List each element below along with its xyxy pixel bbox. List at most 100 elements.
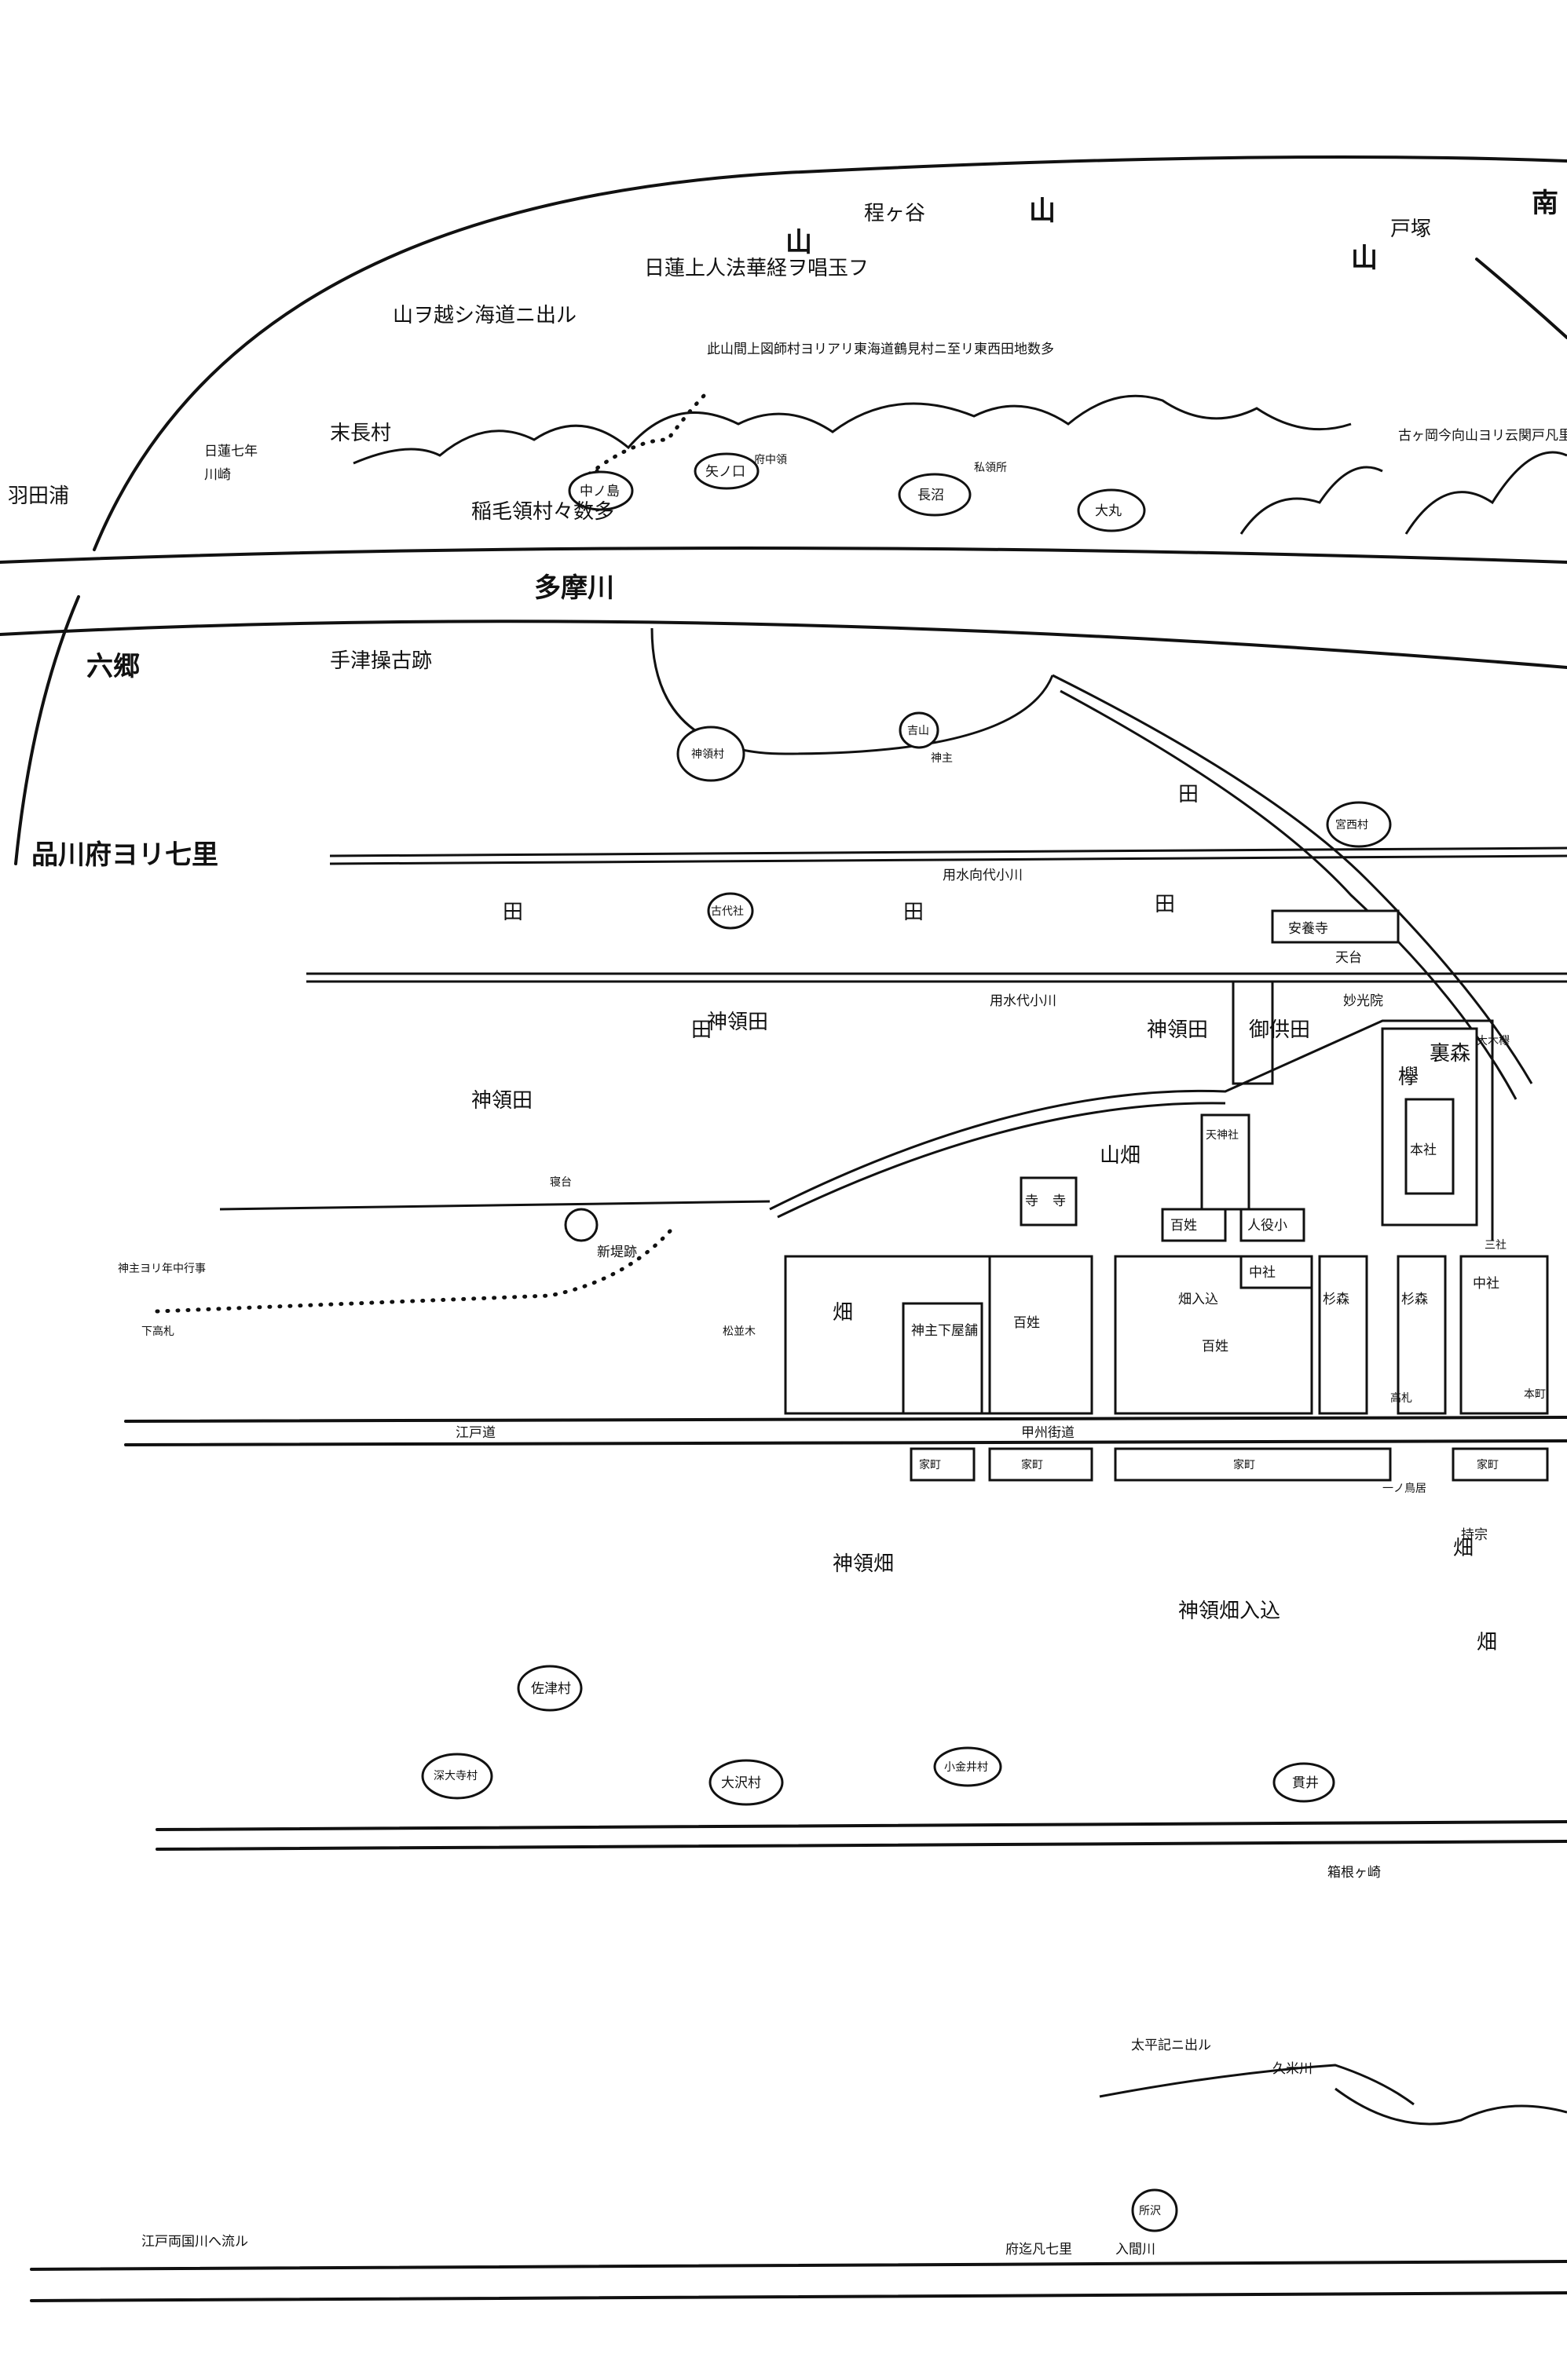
jinryo-village xyxy=(676,726,745,782)
yanokuchi-island xyxy=(694,452,760,490)
label-hijiri: 神主ヨリ年中行事 xyxy=(118,1263,206,1275)
label-omaru: 大丸 xyxy=(1095,503,1122,519)
honsha-inner xyxy=(1404,1098,1455,1195)
label-keyaki: 欅 xyxy=(1398,1066,1419,1089)
label-tenno: 天台 xyxy=(1335,950,1362,966)
label-mountain-left: 山 xyxy=(785,227,812,258)
label-edo-ryogoku: 江戸両国川へ流ル xyxy=(141,2234,248,2250)
label-nichiren: 日蓮上人法華経ヲ唱玉フ xyxy=(644,257,869,280)
iecho-s2 xyxy=(988,1447,1093,1482)
label-yoshiyama: 吉山 xyxy=(907,725,929,737)
label-ta-2: 田 xyxy=(503,901,523,924)
label-shinryo-hata: 神領畑 xyxy=(833,1552,894,1576)
label-konoyama: 此山間上図師村ヨリアリ東海道鶴見村ニ至リ東西田地数多 xyxy=(707,342,1054,357)
south-road-2 xyxy=(156,1840,1567,1851)
label-yosui-1: 用水向代小川 xyxy=(943,868,1023,883)
label-iecho-2: 家町 xyxy=(1021,1458,1043,1472)
label-kosatsu: 高札 xyxy=(1390,1391,1412,1405)
label-south: 南 xyxy=(1532,188,1558,219)
label-osawa: 大沢村 xyxy=(721,1775,761,1791)
precinct-north-edge-2 xyxy=(777,1102,1226,1219)
label-sugimori-2: 杉森 xyxy=(1401,1292,1428,1307)
label-shin-tsutsumi: 新堤跡 xyxy=(597,1245,637,1260)
label-kawasaki: 川崎 xyxy=(204,467,231,483)
gokuden-block xyxy=(1232,980,1274,1085)
label-hyakusho-2: 百姓 xyxy=(1013,1315,1040,1331)
label-fuchu-ryo-1: 府中領 xyxy=(754,453,787,466)
label-myoko: 妙光院 xyxy=(1343,993,1383,1009)
label-nukui: 貫井 xyxy=(1292,1775,1319,1791)
label-shimoyashiki: 神主下屋舗 xyxy=(911,1323,978,1339)
ne-road-1 xyxy=(1052,674,1533,1084)
tera-block xyxy=(1020,1176,1078,1227)
label-shinryo-ta-1: 神領田 xyxy=(1147,1018,1208,1042)
sugimori-block-1 xyxy=(1318,1255,1368,1415)
koshu-kaido-south xyxy=(124,1439,1567,1446)
mountain-ridge xyxy=(353,394,1352,465)
fukaji-village xyxy=(421,1753,493,1800)
label-shinryo-ta-3: 神領田 xyxy=(471,1089,533,1113)
label-keta: 下高札 xyxy=(141,1325,174,1338)
label-anyoji: 安養寺 xyxy=(1288,921,1328,937)
nakasha-block xyxy=(1239,1255,1313,1289)
label-sazu: 佐津村 xyxy=(531,1681,571,1697)
tokorosawa-village xyxy=(1131,2188,1178,2232)
tamagawa-south-bank xyxy=(0,620,1567,669)
label-kogane: 小金井村 xyxy=(944,1761,988,1774)
label-ta-5: 田 xyxy=(691,1018,712,1042)
label-suenaga: 末長村 xyxy=(330,422,391,445)
label-kooka: 古ヶ岡今向山ヨリ云関戸凡里末長村迄六 xyxy=(1398,428,1567,444)
label-kumegawa: 久米川 xyxy=(1272,2061,1313,2077)
label-mochimune: 持宗 xyxy=(1461,1527,1488,1543)
nakanoshima-island xyxy=(568,470,634,511)
label-nichiren2: 日蓮七年 xyxy=(204,444,258,459)
east-block xyxy=(1459,1255,1549,1415)
label-hodogaya: 程ヶ谷 xyxy=(864,202,925,225)
label-honsha: 本社 xyxy=(1410,1142,1437,1158)
label-fukaji: 深大寺村 xyxy=(434,1770,478,1782)
label-hyakusho-1: 百姓 xyxy=(1170,1218,1197,1234)
label-tera-1: 寺 xyxy=(1025,1194,1038,1209)
osawa-village xyxy=(708,1759,784,1806)
label-mountain-right: 山 xyxy=(1351,243,1378,274)
label-ninyaku: 人役小 xyxy=(1247,1218,1287,1234)
precinct-north-edge xyxy=(769,1019,1494,1241)
hyakusho-small xyxy=(1161,1208,1227,1242)
west-road xyxy=(219,1200,771,1211)
label-tozuka: 戸塚 xyxy=(1390,218,1431,241)
label-mountain-mid: 山 xyxy=(1029,196,1056,227)
label-nedai: 寝台 xyxy=(550,1175,572,1189)
label-ta-4: 田 xyxy=(1155,893,1175,916)
trail-dots-west xyxy=(155,1223,678,1314)
iecho-s1 xyxy=(910,1447,976,1482)
yoshiyama-village xyxy=(899,711,939,749)
field-line-1 xyxy=(329,846,1567,857)
label-fuchu-shichi: 府迄凡七里 xyxy=(1005,2242,1072,2258)
label-ichi-torii: 一ノ鳥居 xyxy=(1382,1482,1426,1495)
label-yama-koe: 山ヲ越シ海道ニ出ル xyxy=(393,304,577,327)
iecho-s4 xyxy=(1452,1447,1549,1482)
label-nakanoshima: 中ノ島 xyxy=(580,484,620,499)
label-hata-3: 畑 xyxy=(1453,1537,1474,1560)
label-iruma: 入間川 xyxy=(1115,2242,1155,2258)
mountain-ridge-2 xyxy=(1239,466,1383,535)
label-ooki-keyaki: 大木欅 xyxy=(1477,1035,1510,1047)
label-haneda: 羽田浦 xyxy=(8,484,69,508)
omaru-island xyxy=(1077,488,1146,532)
label-yosui-2: 用水代小川 xyxy=(990,993,1056,1009)
koshu-kaido-north xyxy=(124,1416,1567,1423)
rokugo-river xyxy=(14,595,80,865)
sugimori-block-2 xyxy=(1397,1255,1447,1415)
label-ina-ryo: 稲毛領村々数多 xyxy=(471,500,614,524)
label-tenjin: 天神社 xyxy=(1206,1129,1239,1142)
label-hata-1: 畑 xyxy=(833,1301,853,1325)
shimoyashiki-block xyxy=(902,1302,983,1415)
label-furui: 古代社 xyxy=(711,905,744,918)
label-gokuden: 御供田 xyxy=(1249,1018,1310,1042)
label-shiryosho: 私領所 xyxy=(974,461,1007,474)
label-tamagawa: 多摩川 xyxy=(534,572,614,604)
bottom-line-2 xyxy=(30,2291,1567,2302)
mountain-ridge-3 xyxy=(1404,451,1567,535)
label-naganuma: 長沼 xyxy=(917,488,944,503)
kogane-village xyxy=(933,1746,1002,1787)
